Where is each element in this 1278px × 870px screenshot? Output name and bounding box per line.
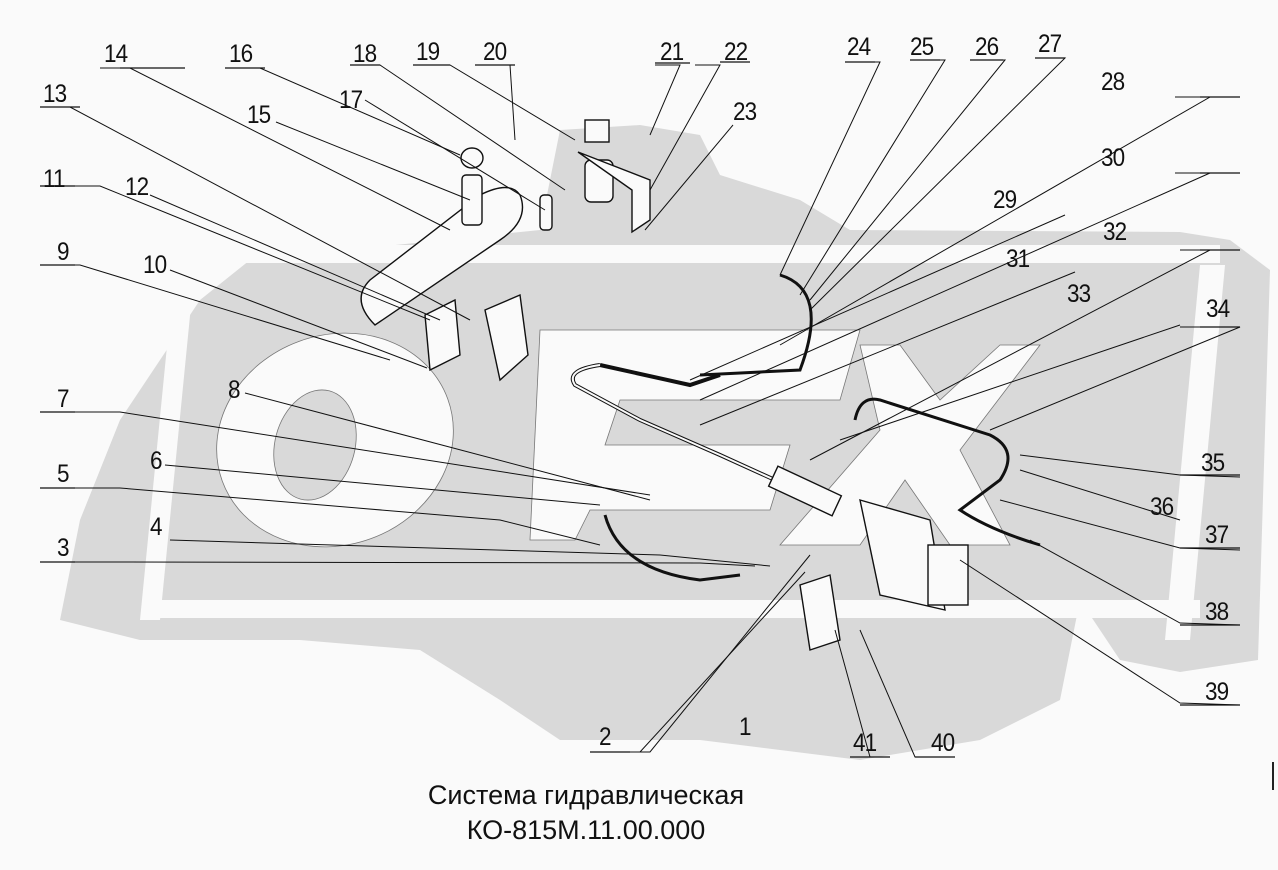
callout-12: 12 — [125, 173, 149, 201]
diagram-title: Система гидравлическая — [427, 780, 745, 810]
elbow-fitting — [539, 194, 553, 231]
mount-bracket — [799, 574, 841, 651]
callout-21: 21 — [660, 38, 684, 66]
callout-16: 16 — [229, 40, 253, 68]
valve-cover — [927, 544, 969, 606]
callout-40: 40 — [931, 729, 955, 757]
callout-14: 14 — [104, 40, 128, 68]
assembly-parts — [360, 119, 1041, 651]
filler-cap — [460, 147, 484, 169]
watermark-letters — [216, 329, 1041, 548]
callout-3: 3 — [57, 534, 70, 562]
callout-33: 33 — [1067, 280, 1091, 308]
callout-27: 27 — [1038, 30, 1062, 58]
filler-neck — [461, 174, 483, 226]
callout-8: 8 — [228, 376, 241, 404]
callout-29: 29 — [993, 186, 1017, 214]
callout-41: 41 — [853, 729, 877, 757]
callout-19: 19 — [416, 38, 440, 66]
callout-20: 20 — [483, 38, 507, 66]
callout-23: 23 — [733, 98, 757, 126]
callout-10: 10 — [143, 251, 167, 279]
valve-block — [859, 499, 946, 611]
callout-38: 38 — [1205, 598, 1229, 626]
callout-30: 30 — [1101, 144, 1125, 172]
callout-18: 18 — [353, 40, 377, 68]
callout-37: 37 — [1205, 521, 1229, 549]
callout-22: 22 — [724, 38, 748, 66]
callout-28: 28 — [1101, 68, 1125, 96]
callout-6: 6 — [150, 447, 163, 475]
callout-15: 15 — [247, 101, 271, 129]
callout-26: 26 — [975, 33, 999, 61]
callout-9: 9 — [57, 238, 70, 266]
diagram-code: КО-815М.11.00.000 — [466, 815, 706, 845]
tank-bracket-right — [484, 293, 529, 382]
callout-7: 7 — [57, 385, 70, 413]
hose-left — [603, 514, 741, 582]
hose-right — [853, 397, 1041, 547]
callout-2: 2 — [599, 723, 612, 751]
callout-32: 32 — [1103, 218, 1127, 246]
callout-24: 24 — [847, 33, 871, 61]
callout-36: 36 — [1150, 493, 1174, 521]
cylinder — [767, 465, 843, 517]
callout-17: 17 — [339, 86, 363, 114]
filter-bracket — [577, 151, 651, 234]
callout-34: 34 — [1206, 295, 1230, 323]
edge-mark — [1272, 762, 1274, 790]
callout-11: 11 — [43, 165, 65, 193]
callout-underlines — [40, 57, 1240, 758]
hose-upper — [699, 273, 813, 377]
callout-5: 5 — [57, 460, 70, 488]
pipe-loop-inner — [571, 364, 831, 506]
callout-39: 39 — [1205, 678, 1229, 706]
filter-head — [584, 119, 610, 143]
callout-31: 31 — [1006, 245, 1030, 273]
callout-4: 4 — [150, 513, 163, 541]
callout-13: 13 — [43, 80, 67, 108]
callout-25: 25 — [910, 33, 934, 61]
callout-35: 35 — [1201, 449, 1225, 477]
callout-1: 1 — [739, 713, 752, 741]
